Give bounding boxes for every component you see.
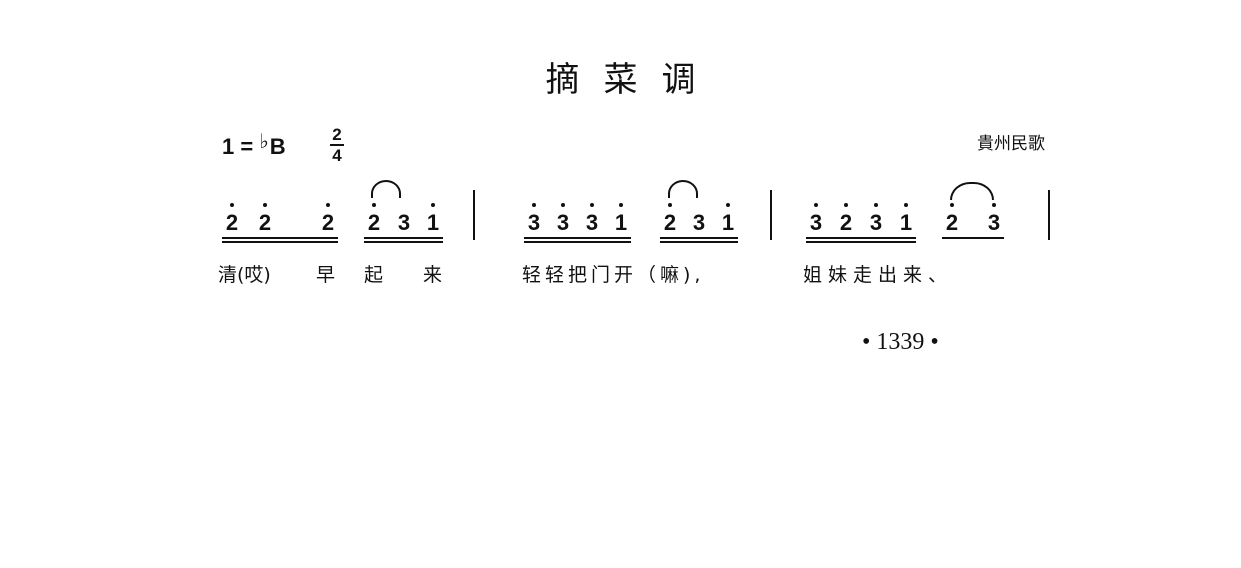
slur-mark [371,180,401,198]
beam-line [806,241,916,243]
octave-dot [726,203,730,207]
octave-dot [532,203,536,207]
beam-line [942,237,1004,239]
octave-dot [874,203,878,207]
note: 2 [258,210,272,235]
note: 3 [397,210,411,235]
note: 2 [321,210,335,235]
note: 3 [585,210,599,235]
lyric-segment: 来 [423,264,443,286]
octave-dot [230,203,234,207]
slur-mark [668,180,698,198]
lyric-segment: 姐妹走出来、 [803,264,954,286]
octave-dot [668,203,672,207]
octave-dot [992,203,996,207]
key-equals: = [240,134,254,159]
octave-dot [904,203,908,207]
time-signature-bar [330,144,344,146]
octave-dot [844,203,848,207]
note: 2 [945,210,959,235]
song-title: 摘菜调 [545,60,720,100]
note: 1 [899,210,913,235]
flat-sign: ♭ [259,131,269,153]
note: 1 [721,210,735,235]
octave-dot [590,203,594,207]
note: 3 [809,210,823,235]
slur-mark [950,182,994,200]
octave-dot [814,203,818,207]
octave-dot [619,203,623,207]
bar-line [473,190,475,240]
time-signature-bottom: 4 [332,146,342,165]
lyric-segment: 清(哎) [218,264,271,286]
beam-line [660,237,738,239]
bar-line [770,190,772,240]
octave-dot [326,203,330,207]
lyric-segment: 早 [316,264,336,286]
note: 3 [556,210,570,235]
key-note: B [269,134,286,159]
note: 2 [367,210,381,235]
song-origin: 貴州民歌 [977,134,1045,154]
beam-line [524,237,631,239]
beam-line [660,241,738,243]
page-number: • 1339 • [862,329,939,355]
note: 2 [663,210,677,235]
note: 3 [987,210,1001,235]
note: 3 [527,210,541,235]
octave-dot [431,203,435,207]
beam-line [364,237,443,239]
beam-line [222,241,338,243]
beam-line [364,241,443,243]
octave-dot [561,203,565,207]
note: 3 [692,210,706,235]
lyric-segment: 起 [364,264,384,286]
time-signature-top: 2 [332,125,342,144]
note: 2 [839,210,853,235]
note: 3 [869,210,883,235]
beam-line [222,237,338,239]
note: 1 [426,210,440,235]
time-signature: 2 4 [330,126,344,164]
beam-line [524,241,631,243]
octave-dot [372,203,376,207]
key-signature: 1 = ♭B [222,131,286,163]
octave-dot [263,203,267,207]
key-tonic: 1 [222,134,235,159]
octave-dot [950,203,954,207]
beam-line [806,237,916,239]
bar-line [1048,190,1050,240]
lyric-segment: 轻轻把门开（嘛), [522,264,705,286]
note: 2 [225,210,239,235]
note: 1 [614,210,628,235]
